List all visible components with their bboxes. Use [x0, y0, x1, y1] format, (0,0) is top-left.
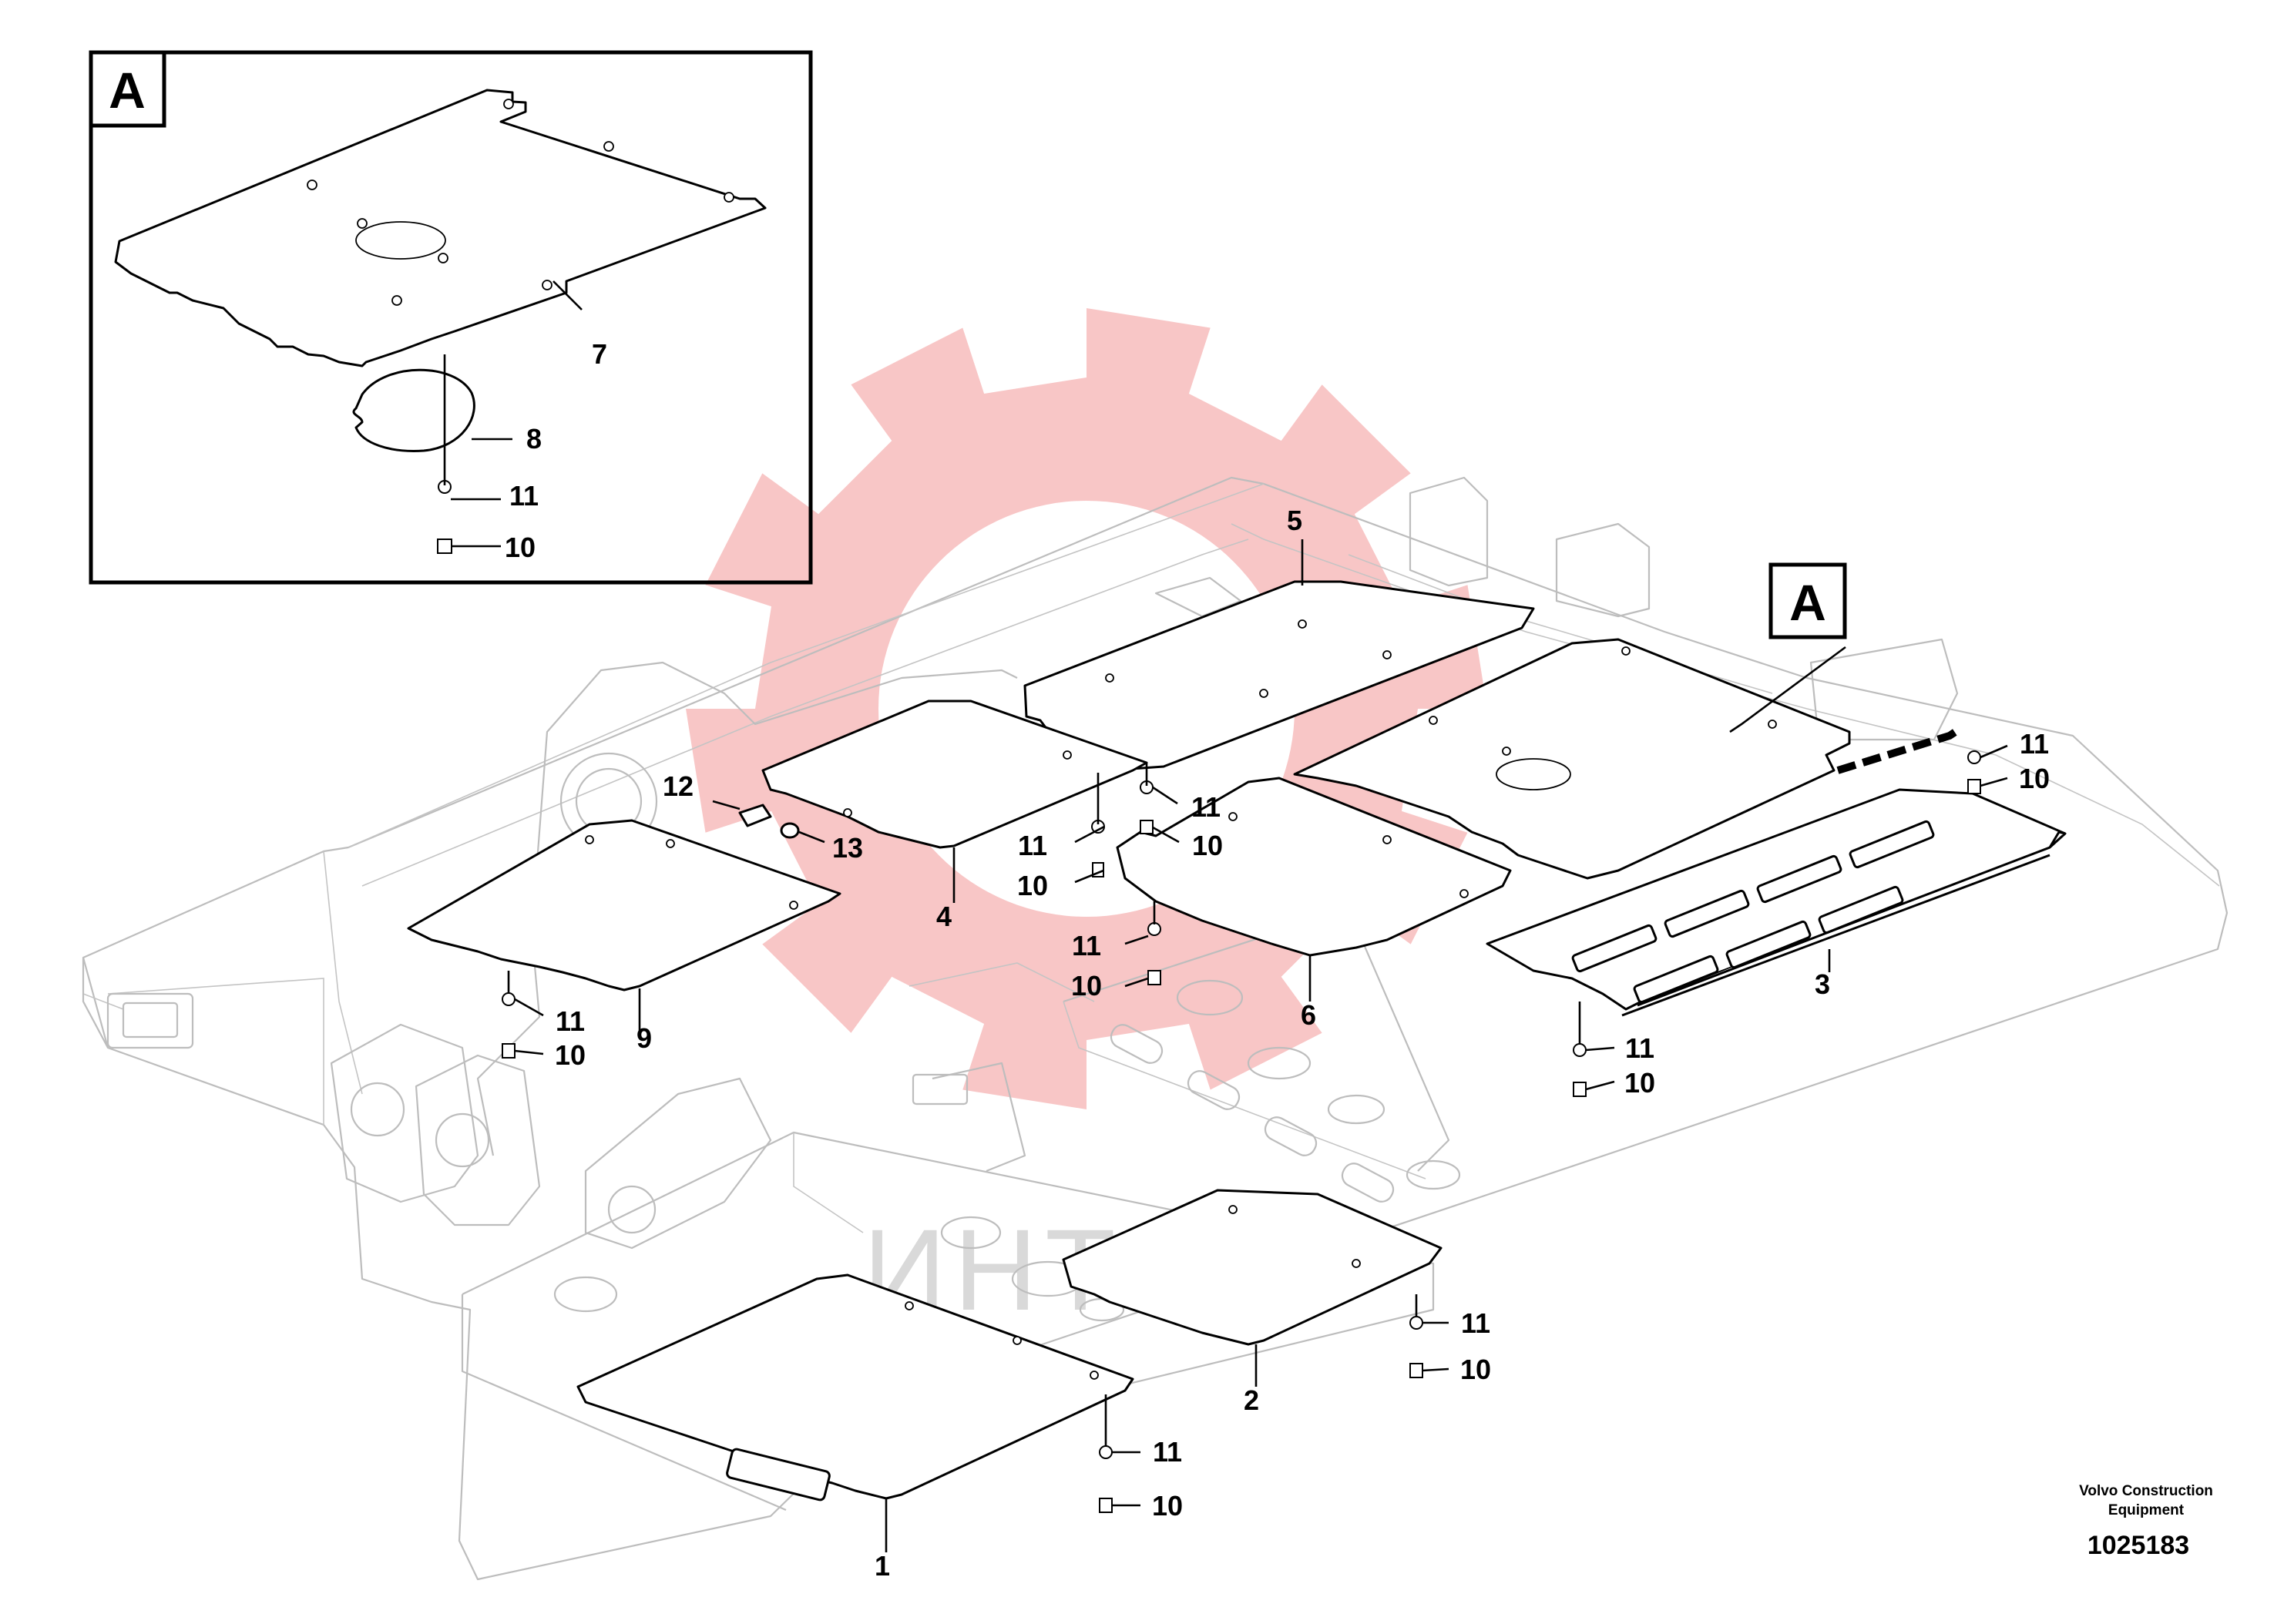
leader-lines — [451, 280, 2008, 1552]
callout-5: 5 — [1287, 505, 1302, 536]
part-9-plate — [407, 819, 841, 992]
fasteners — [502, 750, 1981, 1513]
part-2-plate — [1062, 1189, 1443, 1346]
callout-7: 7 — [592, 338, 607, 370]
callout-11-a: 11 — [1191, 791, 1221, 823]
part-7-center-cutout — [355, 221, 446, 260]
maker-name-line1: Volvo Construction — [2079, 1483, 2213, 1499]
callout-11-d: 11 — [556, 1005, 585, 1037]
upper-frame-structure — [82, 476, 2229, 1581]
callout-11-e: 11 — [2020, 728, 2049, 760]
part-4-plate — [761, 700, 1148, 849]
callout-10-g: 10 — [1460, 1354, 1491, 1385]
maker-name-line2: Equipment — [2108, 1502, 2185, 1518]
callout-8: 8 — [526, 423, 542, 455]
callout-1: 1 — [875, 1550, 890, 1582]
callout-13: 13 — [832, 832, 863, 864]
detail-view-frame — [89, 50, 813, 585]
callout-4: 4 — [936, 901, 952, 932]
parts-layer — [114, 89, 2067, 1552]
part-8-gasket — [352, 368, 475, 452]
callout-10-f: 10 — [1624, 1067, 1655, 1099]
part-7-plate — [114, 89, 767, 367]
callout-11-h: 11 — [1153, 1436, 1182, 1468]
part-13-oring — [780, 822, 800, 839]
part-7-installed-plate — [1293, 638, 1851, 880]
callout-11-g: 11 — [1461, 1307, 1490, 1339]
part-6-plate — [1116, 777, 1512, 957]
callout-10-b: 10 — [1017, 870, 1048, 901]
callout-10-d: 10 — [555, 1039, 586, 1071]
callout-2: 2 — [1244, 1384, 1259, 1416]
callout-10: 10 — [505, 532, 536, 563]
callout-10-a: 10 — [1192, 830, 1223, 861]
part-12-plug — [738, 804, 772, 827]
callout-6: 6 — [1301, 999, 1316, 1031]
callout-10-h: 10 — [1152, 1490, 1183, 1522]
main-view-ref-label: A — [1789, 574, 1826, 631]
callout-12: 12 — [663, 770, 694, 802]
dashed-link-line — [1836, 724, 1963, 774]
footer: Volvo Construction Equipment 1025183 — [2079, 1483, 2213, 1560]
callout-labels: 7 8 11 10 5 12 13 4 9 6 3 2 1 11 10 11 1… — [505, 338, 2050, 1582]
callout-10-e: 10 — [2019, 763, 2050, 794]
callout-11-f: 11 — [1625, 1032, 1654, 1064]
callout-11-c: 11 — [1072, 930, 1101, 961]
callout-10-c: 10 — [1071, 970, 1102, 1002]
detail-view-label: A — [109, 62, 146, 119]
figure-number: 1025183 — [2087, 1531, 2189, 1560]
detail-view-label-box — [89, 50, 166, 128]
callout-11: 11 — [509, 480, 539, 512]
callout-11-b: 11 — [1018, 830, 1047, 861]
callout-3: 3 — [1815, 968, 1830, 1000]
main-view-ref-box — [1768, 562, 1847, 639]
callout-9: 9 — [636, 1022, 652, 1054]
